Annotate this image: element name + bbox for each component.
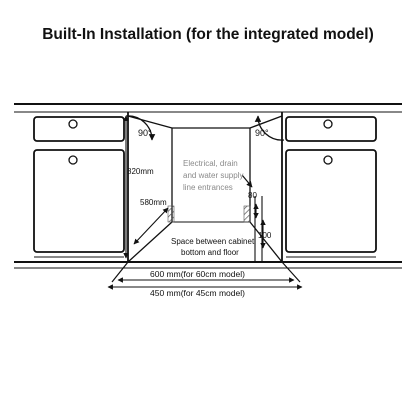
angle-label-right: 90° bbox=[255, 128, 269, 138]
left-base-hatch bbox=[167, 205, 175, 223]
dim-100-label: 100 bbox=[258, 231, 272, 240]
right-small-dimensions bbox=[253, 196, 266, 262]
width-60-label: 600 mm(for 60cm model) bbox=[150, 269, 245, 279]
angle-label-left: 90° bbox=[138, 128, 152, 138]
space-note: Space between cabinet bottom and floor bbox=[171, 237, 256, 257]
depth-dimension bbox=[133, 207, 169, 245]
height-label: 820mm bbox=[127, 167, 154, 176]
countertop bbox=[14, 103, 402, 113]
width-dimensions bbox=[107, 277, 303, 290]
dim-80-label: 80 bbox=[248, 191, 257, 200]
depth-label: 580mm bbox=[140, 198, 167, 207]
entrance-pointer bbox=[241, 174, 253, 188]
electrical-note: Electrical, drain and water supply line … bbox=[183, 159, 246, 192]
right-cabinet bbox=[285, 116, 377, 258]
angle-marks bbox=[125, 115, 285, 141]
floor bbox=[14, 261, 402, 283]
diagram-title: Built-In Installation (for the integrate… bbox=[42, 26, 374, 43]
left-cabinet bbox=[33, 116, 125, 258]
width-45-label: 450 mm(for 45cm model) bbox=[150, 288, 245, 298]
right-base-hatch bbox=[243, 205, 251, 223]
